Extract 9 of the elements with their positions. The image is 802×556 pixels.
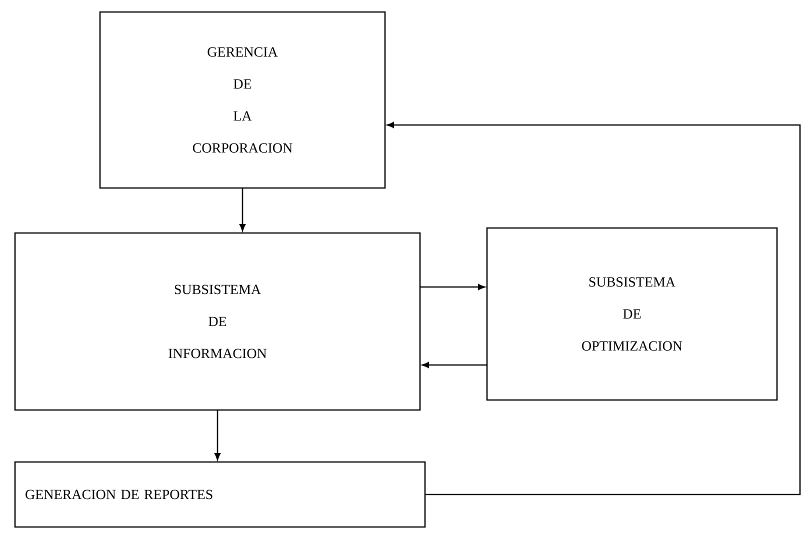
- arrow: [420, 284, 486, 290]
- process-box: SUBSISTEMA DE INFORMACION: [14, 232, 421, 411]
- process-box: GERENCIA DE LA CORPORACION: [99, 11, 386, 189]
- arrow: [240, 188, 246, 232]
- arrow: [422, 362, 487, 368]
- process-box: GENERACION DE REPORTES: [14, 461, 426, 528]
- process-box: SUBSISTEMA DE OPTIMIZACION: [486, 227, 778, 401]
- arrow: [214, 410, 220, 460]
- arrow: [386, 122, 801, 496]
